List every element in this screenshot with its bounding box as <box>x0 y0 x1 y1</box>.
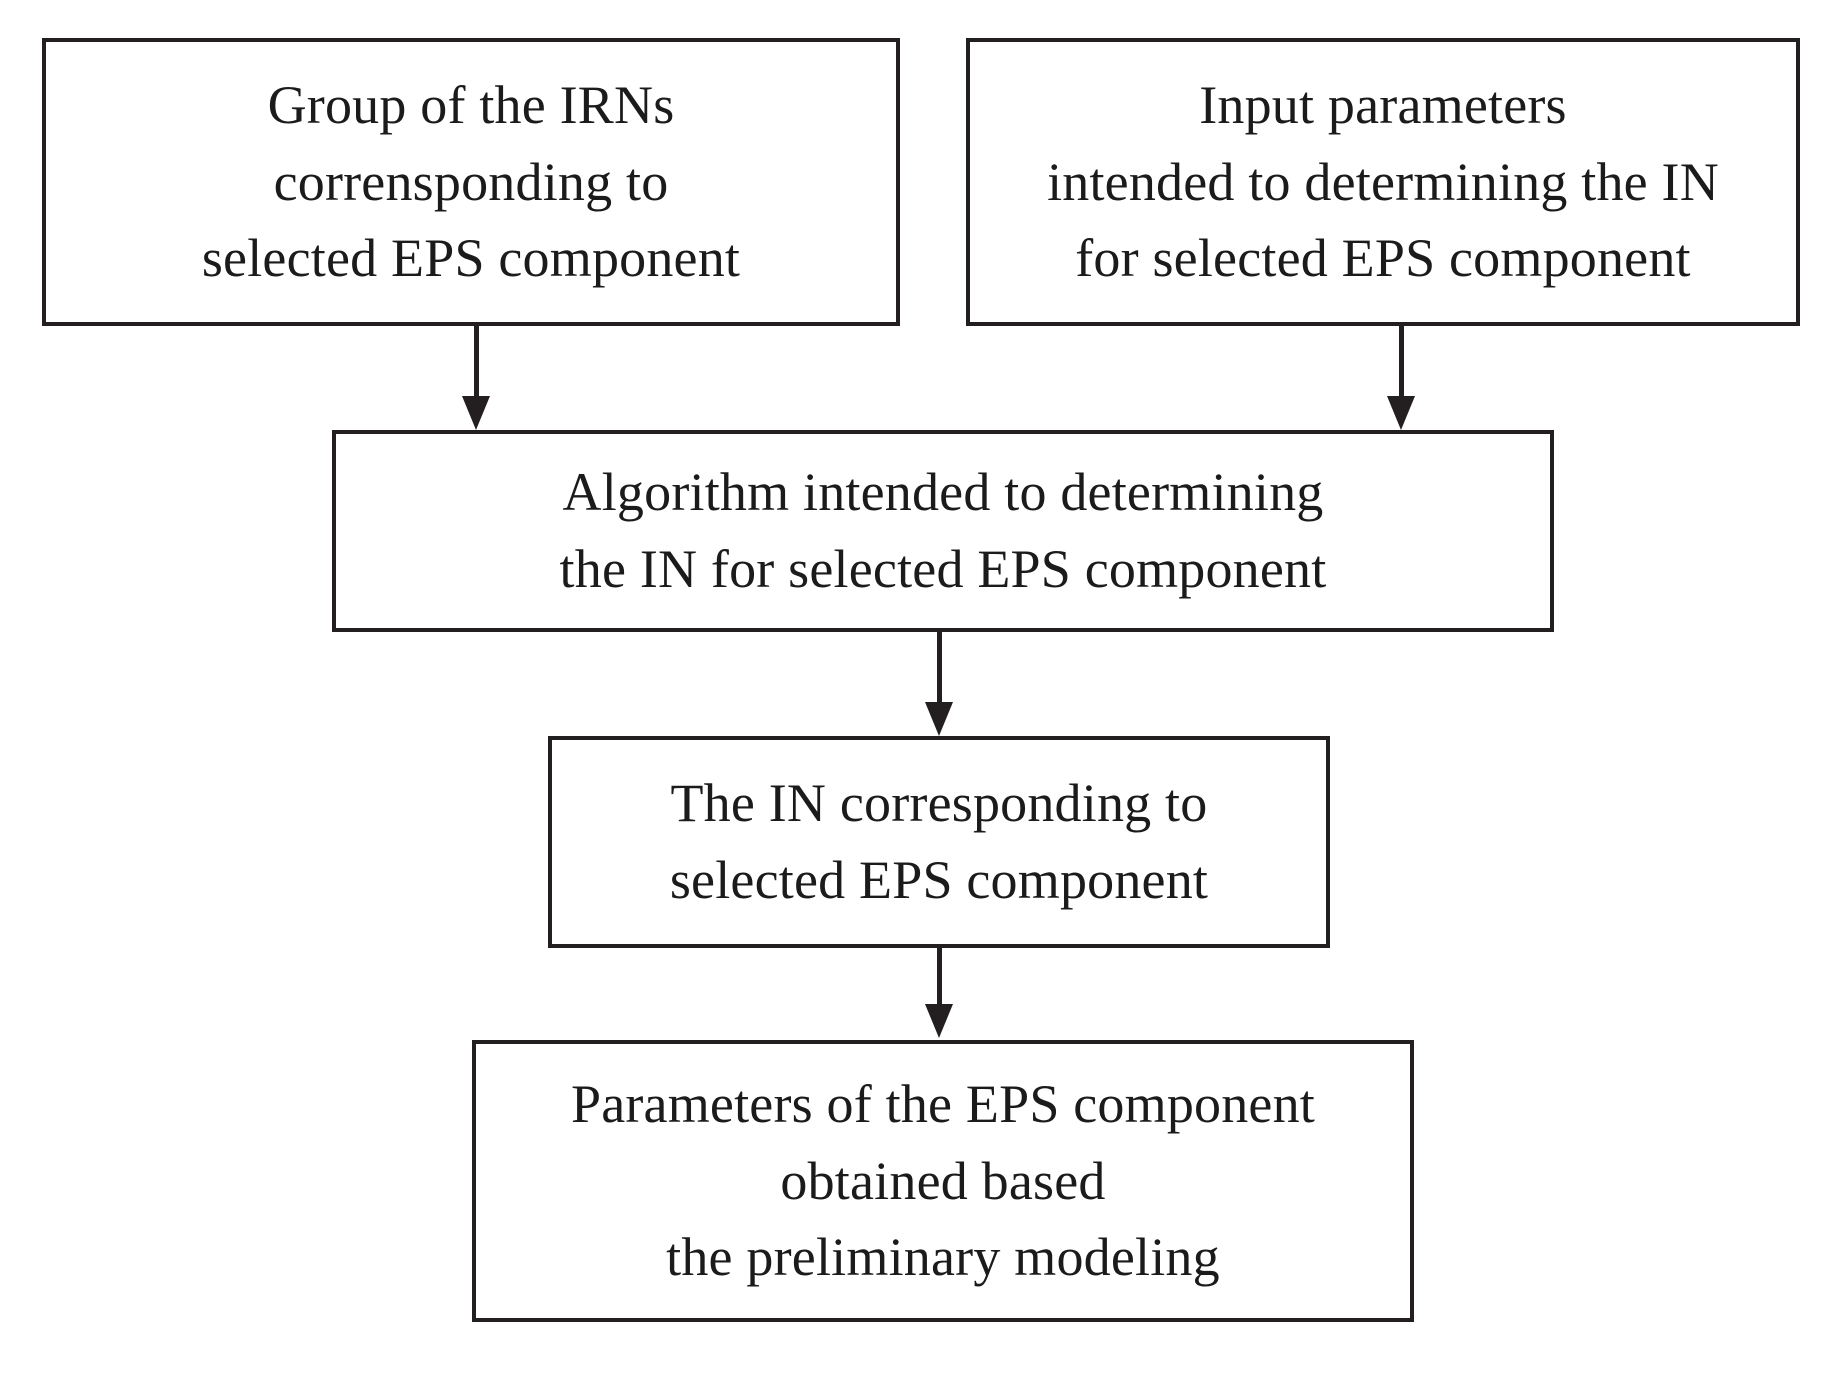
flow-node-in-result[interactable]: The IN corresponding to selected EPS com… <box>548 736 1330 948</box>
flow-node-input-parameters-label: Input parameters intended to determining… <box>1047 74 1719 289</box>
flow-node-algorithm-label: Algorithm intended to determining the IN… <box>559 462 1327 599</box>
flow-node-eps-parameters[interactable]: Parameters of the EPS component obtained… <box>472 1040 1414 1322</box>
arrow-head-icon <box>462 396 490 430</box>
arrow-line <box>474 326 479 398</box>
arrow-head-icon <box>1387 396 1415 430</box>
arrow-line <box>937 948 942 1006</box>
arrow-head-icon <box>925 1004 953 1038</box>
arrow-line <box>1399 326 1404 398</box>
arrow-head-icon <box>925 702 953 736</box>
arrow-line <box>937 632 942 704</box>
flow-node-in-result-label: The IN corresponding to selected EPS com… <box>669 773 1209 910</box>
flow-node-irn-group-label: Group of the IRNs corrensponding to sele… <box>201 74 741 289</box>
flow-node-eps-parameters-label: Parameters of the EPS component obtained… <box>570 1073 1316 1288</box>
flow-node-algorithm[interactable]: Algorithm intended to determining the IN… <box>332 430 1554 632</box>
flow-node-input-parameters[interactable]: Input parameters intended to determining… <box>966 38 1800 326</box>
flow-node-irn-group[interactable]: Group of the IRNs corrensponding to sele… <box>42 38 900 326</box>
